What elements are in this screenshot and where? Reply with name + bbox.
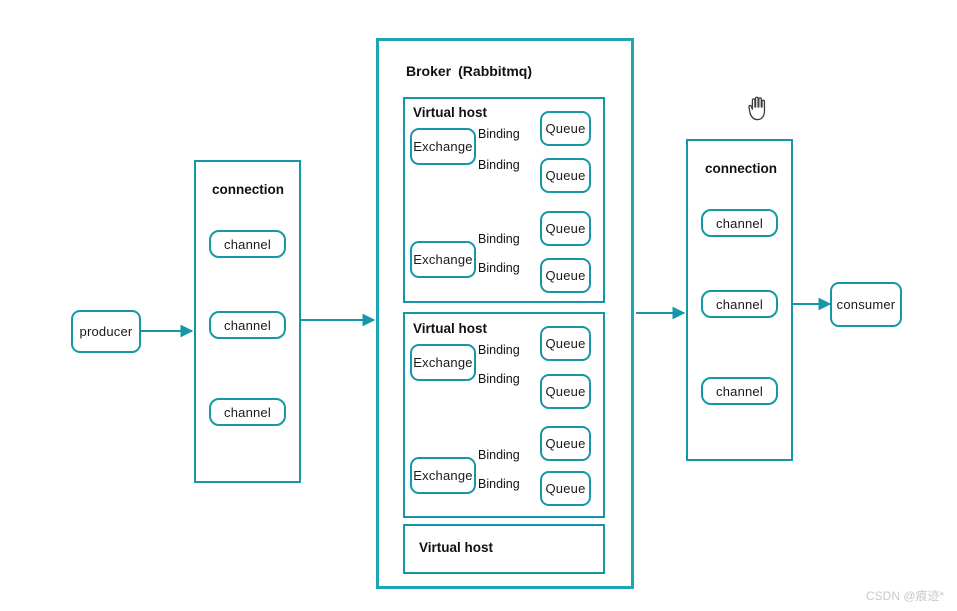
consumer-channel-2[interactable]: channel (701, 290, 778, 318)
virtual-host-1-title: Virtual host (413, 105, 488, 120)
channel-label: channel (716, 215, 763, 231)
producer-channel-2[interactable]: channel (209, 311, 286, 339)
producer-node[interactable]: producer (71, 310, 141, 353)
exchange-label: Exchange (413, 355, 473, 370)
consumer-label: consumer (836, 297, 896, 312)
consumer-channel-1[interactable]: channel (701, 209, 778, 237)
queue-label: Queue (545, 121, 586, 136)
virtual-host-3-box[interactable] (403, 524, 605, 574)
producer-label: producer (79, 324, 133, 339)
producer-connection-title: connection (212, 182, 285, 197)
vhost-2-exchange-2-binding-1-label: Binding (478, 448, 520, 462)
channel-label: channel (224, 404, 271, 420)
consumer-node[interactable]: consumer (830, 282, 902, 327)
queue-label: Queue (545, 221, 586, 236)
vhost-2-exchange-1[interactable]: Exchange (410, 344, 476, 381)
queue-label: Queue (545, 336, 586, 351)
vhost-1-exchange-1-binding-1-label: Binding (478, 127, 520, 141)
vhost-2-exchange-2[interactable]: Exchange (410, 457, 476, 494)
exchange-label: Exchange (413, 252, 473, 267)
vhost-2-exchange-2-binding-2-label: Binding (478, 477, 520, 491)
vhost-1-queue-1[interactable]: Queue (540, 111, 591, 146)
queue-label: Queue (545, 168, 586, 183)
grab-hand-cursor (744, 95, 770, 123)
vhost-1-queue-2[interactable]: Queue (540, 158, 591, 193)
exchange-label: Exchange (413, 468, 473, 483)
vhost-2-queue-3[interactable]: Queue (540, 426, 591, 461)
vhost-1-queue-3[interactable]: Queue (540, 211, 591, 246)
producer-channel-3[interactable]: channel (209, 398, 286, 426)
vhost-1-exchange-2-binding-2-label: Binding (478, 261, 520, 275)
vhost-2-queue-2[interactable]: Queue (540, 374, 591, 409)
broker-title: Broker (Rabbitmq) (406, 63, 533, 79)
queue-label: Queue (545, 436, 586, 451)
vhost-2-queue-1[interactable]: Queue (540, 326, 591, 361)
vhost-2-exchange-1-binding-2-label: Binding (478, 372, 520, 386)
exchange-label: Exchange (413, 139, 473, 154)
channel-label: channel (716, 383, 763, 399)
vhost-1-exchange-2-binding-1-label: Binding (478, 232, 520, 246)
vhost-2-exchange-1-binding-1-label: Binding (478, 343, 520, 357)
vhost-1-exchange-2[interactable]: Exchange (410, 241, 476, 278)
vhost-1-exchange-1[interactable]: Exchange (410, 128, 476, 165)
channel-label: channel (716, 296, 763, 312)
virtual-host-3-title: Virtual host (419, 540, 494, 555)
channel-label: channel (224, 317, 271, 333)
queue-label: Queue (545, 481, 586, 496)
channel-label: channel (224, 236, 271, 252)
vhost-1-queue-4[interactable]: Queue (540, 258, 591, 293)
queue-label: Queue (545, 268, 586, 283)
producer-channel-1[interactable]: channel (209, 230, 286, 258)
vhost-2-queue-4[interactable]: Queue (540, 471, 591, 506)
csdn-watermark: CSDN @痕迹* (866, 589, 945, 603)
consumer-channel-3[interactable]: channel (701, 377, 778, 405)
virtual-host-2-title: Virtual host (413, 321, 488, 336)
vhost-1-exchange-1-binding-2-label: Binding (478, 158, 520, 172)
consumer-connection-title: connection (705, 161, 778, 176)
queue-label: Queue (545, 384, 586, 399)
